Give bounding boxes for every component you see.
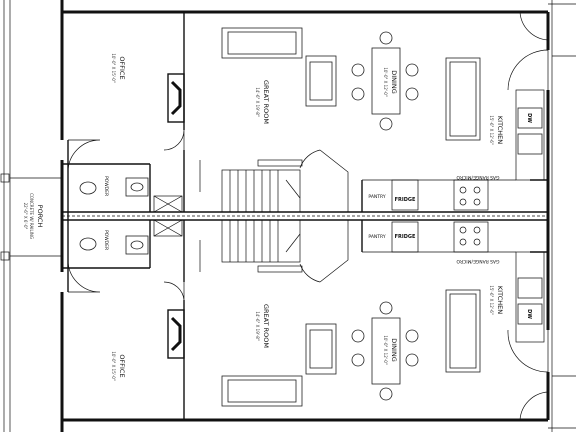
powder-fixtures-top bbox=[79, 177, 183, 213]
kitchen-bottom-dim: 15'-6" X 12'-6" bbox=[489, 285, 494, 314]
dining-top-label: DINING bbox=[390, 70, 398, 94]
porch-note-1: CONCRETE W/ RAILING bbox=[29, 193, 34, 239]
sofa-top bbox=[221, 27, 303, 59]
office-top-label: OFFICE bbox=[118, 56, 126, 79]
kitchen-top-dim: 15'-6" X 12'-6" bbox=[489, 115, 494, 144]
fridge-bottom-label: FRIDGE bbox=[395, 234, 416, 240]
loveseat-top bbox=[305, 55, 337, 107]
porch-label: PORCH bbox=[36, 205, 44, 228]
kitchen-counter-bottom bbox=[362, 221, 545, 343]
powder-top-label: POWDER bbox=[103, 176, 109, 196]
office-bottom-dim: 10'-0" X 15'-0" bbox=[111, 351, 116, 380]
sofa-bottom bbox=[221, 375, 303, 407]
pantry-bottom-label: PANTRY bbox=[368, 234, 385, 240]
dining-top-dim: 10'-0" X 12'-0" bbox=[383, 67, 388, 96]
kitchen-counter-top bbox=[362, 89, 545, 211]
loveseat-bottom bbox=[305, 323, 337, 375]
fridge-top-label: FRIDGE bbox=[395, 197, 416, 203]
fireplaces bbox=[167, 73, 185, 359]
kitchen-top-label: KITCHEN bbox=[496, 116, 504, 144]
kitchen-bottom-label: KITCHEN bbox=[496, 286, 504, 314]
porch bbox=[0, 0, 62, 432]
range-bottom-label: GAS RANGE/MICRO bbox=[456, 258, 500, 264]
interior-walls bbox=[62, 12, 548, 420]
dining-bottom-label: DINING bbox=[390, 338, 398, 362]
great-room-top-dim: 14'-6" X 19'-8" bbox=[255, 87, 260, 116]
porch-note-2: 22'-6" X 6'-0" bbox=[23, 203, 28, 230]
range-top-label: GAS RANGE/MICRO bbox=[456, 174, 500, 180]
great-room-bottom-label: GREAT ROOM bbox=[262, 304, 270, 348]
dining-table-top bbox=[351, 31, 419, 131]
island-bottom bbox=[445, 289, 481, 373]
great-room-bottom-dim: 14'-6" X 19'-8" bbox=[255, 311, 260, 340]
dining-table-bottom bbox=[351, 301, 419, 401]
pantry-top-label: PANTRY bbox=[368, 194, 385, 200]
dw-top-label: DW bbox=[526, 113, 532, 123]
dw-bottom-label: DW bbox=[526, 309, 532, 319]
great-room-top-label: GREAT ROOM bbox=[262, 80, 270, 124]
dining-bottom-dim: 10'-0" X 12'-0" bbox=[383, 335, 388, 364]
powder-bottom-label: POWDER bbox=[103, 230, 109, 250]
office-bottom-label: OFFICE bbox=[118, 354, 126, 377]
exterior-walls bbox=[60, 0, 576, 432]
island-top bbox=[445, 57, 481, 141]
office-top-dim: 10'-0" X 15'-0" bbox=[111, 53, 116, 82]
powder-fixtures-bottom bbox=[79, 219, 183, 255]
stairs bbox=[199, 159, 303, 273]
